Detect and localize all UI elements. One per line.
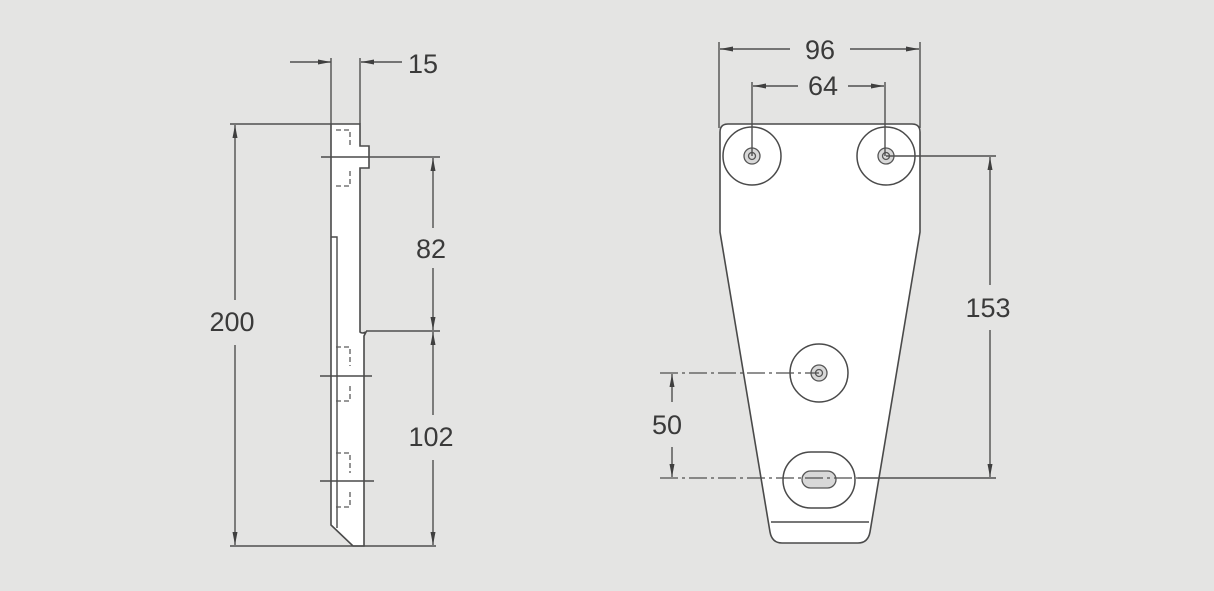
dimension-lower-spacing: 102 [408,422,453,452]
side-view-hidden-mid-1 [336,346,351,402]
front-view: 96 64 153 50 [652,35,1011,544]
dimension-hole-to-slot: 153 [965,293,1010,323]
dimension-center-to-slot: 50 [652,410,682,440]
front-view-plate [719,123,921,544]
dimension-thickness: 15 [408,49,438,79]
dimension-hole-spacing: 64 [808,71,838,101]
side-view-hidden-upper [336,129,351,187]
dimension-overall-width: 96 [805,35,835,65]
side-view: 15 200 82 102 [209,49,454,547]
side-view-recess-edge [331,236,338,528]
side-view-hidden-mid-2 [336,452,351,508]
dimension-upper-spacing: 82 [416,234,446,264]
dimension-overall-height: 200 [209,307,254,337]
